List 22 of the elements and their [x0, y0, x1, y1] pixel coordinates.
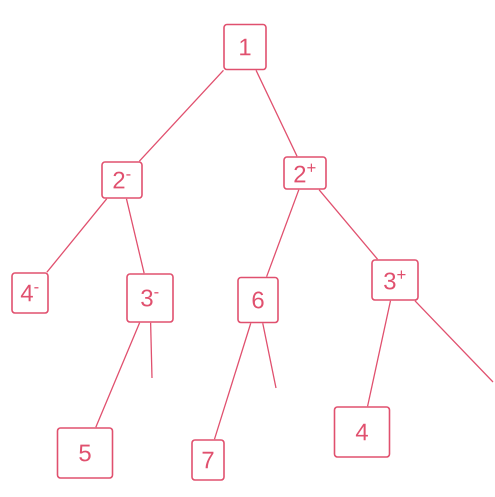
tree-branch [214, 323, 252, 440]
tree-branch [318, 189, 378, 260]
tree-branch [95, 322, 140, 428]
tree-node: 4$^{-}$ [11, 272, 49, 314]
tree-branch [126, 198, 145, 274]
tree-node: 3$^{+}$ [371, 259, 419, 301]
tree-node: 5 [56, 427, 114, 479]
tree-node: 1 [223, 24, 267, 70]
tree-node: 3$^{-}$ [126, 273, 174, 323]
tree-branch [256, 70, 298, 156]
tree-branch [266, 190, 300, 277]
tree-branch [262, 323, 277, 388]
tree-node: 7 [191, 439, 225, 481]
tree-node: 2$^{-}$ [101, 161, 143, 199]
tree-branch [138, 70, 224, 162]
tree-branch [150, 322, 153, 378]
tree-branch [46, 198, 108, 273]
tree-node: 6 [237, 276, 279, 324]
tree-node: 2$^{+}$ [283, 156, 327, 190]
tree-node: 4 [334, 406, 390, 458]
tree-branch [414, 300, 494, 382]
tree-branch [366, 300, 392, 406]
